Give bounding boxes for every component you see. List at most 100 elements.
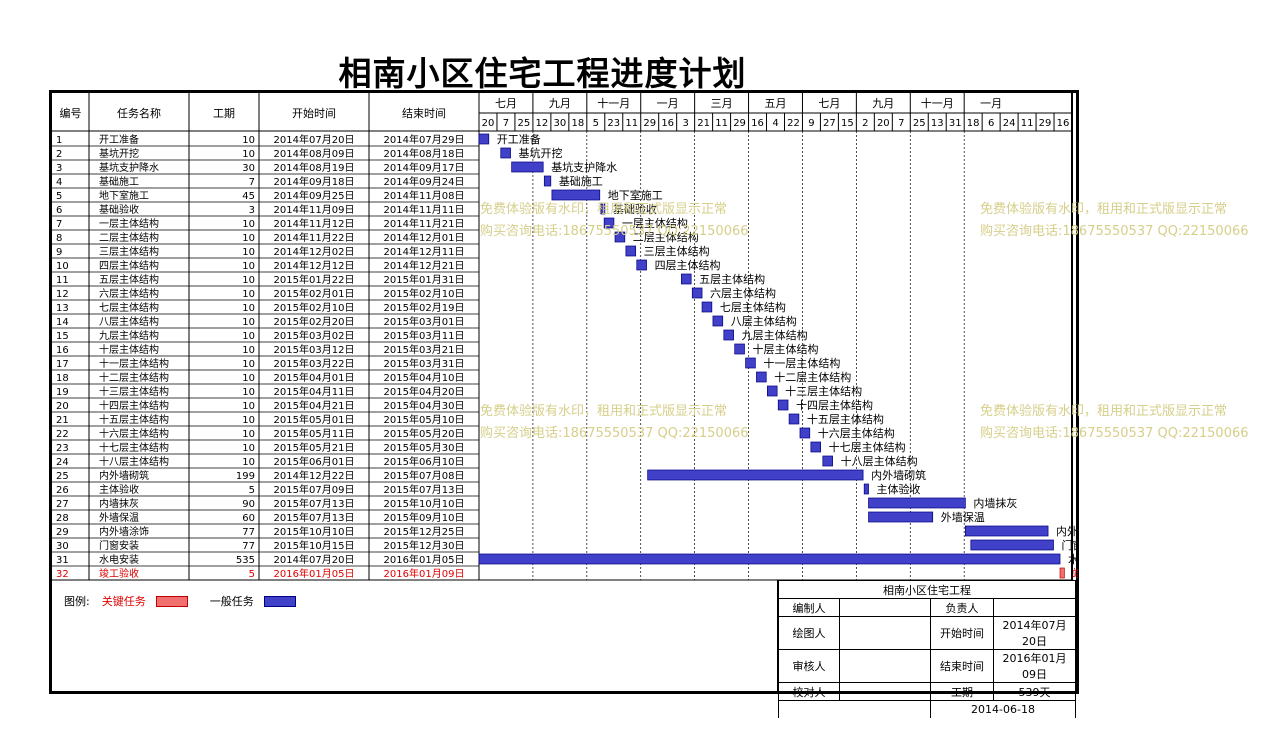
watermark: 免费体验版有水印，租用和正式版显示正常 购买咨询电话:18675550537 Q… [480,199,749,243]
duration-value: 539天 [993,682,1076,701]
task-bar-label: 十三层主体结构 [785,384,862,398]
month-label: 十一月 [921,96,954,110]
task-id: 20 [56,401,69,412]
day-label: 30 [553,118,566,129]
task-id: 25 [56,471,69,482]
task-bar-label: 基坑开挖 [519,146,563,160]
task-bar-label: 六层主体结构 [710,286,776,300]
header-end: 结束时间 [402,107,446,120]
task-name: 十六层主体结构 [99,427,169,440]
watermark-line1: 免费体验版有水印，租用和正式版显示正常 [980,202,1228,217]
task-duration: 10 [242,401,255,412]
task-start: 2015年07月09日 [274,483,355,496]
task-end: 2014年08月18日 [384,147,465,160]
task-name: 基础施工 [99,175,139,188]
task-end: 2015年05月30日 [384,441,465,454]
day-label: 23 [607,118,620,129]
task-id: 2 [56,149,62,160]
header-dur: 工期 [213,107,235,120]
task-start: 2015年10月10日 [274,525,355,538]
month-label: 九月 [549,97,571,110]
task-id: 7 [56,219,62,230]
task-start: 2015年02月10日 [274,301,355,314]
task-bar [701,301,713,313]
task-id: 1 [56,135,62,146]
legend-critical-label: 关键任务 [101,595,146,608]
owner-label: 负责人 [930,598,994,617]
month-label: 一月 [980,97,1002,110]
watermark: 免费体验版有水印，租用和正式版显示正常 购买咨询电话:18675550537 Q… [980,199,1249,243]
watermark-line1: 免费体验版有水印，租用和正式版显示正常 [480,202,728,217]
task-bar [600,203,606,215]
task-duration: 10 [242,457,255,468]
task-bar [788,413,800,425]
task-name: 十层主体结构 [99,343,159,356]
task-start: 2014年07月20日 [274,133,355,146]
task-duration: 535 [236,555,255,566]
day-label: 25 [913,118,926,129]
task-bar-label: 十五层主体结构 [807,412,884,426]
task-bar-label: 内外墙涂饰 [1056,524,1078,538]
task-bar [647,469,864,481]
start-label: 开始时间 [930,616,994,650]
task-id: 32 [56,569,69,580]
task-id: 11 [56,275,69,286]
task-id: 13 [56,303,69,314]
watermark-line2: 购买咨询电话:18675550537 QQ:22150066 [480,426,749,441]
task-bar-label: 内外墙砌筑 [871,468,926,482]
task-bar [777,399,789,411]
task-end: 2015年07月13日 [384,483,465,496]
task-id: 27 [56,499,69,510]
task-end: 2015年04月30日 [384,399,465,412]
task-bar [636,259,647,271]
task-id: 9 [56,247,62,258]
task-name: 内墙抹灰 [99,497,139,510]
task-name: 六层主体结构 [99,287,159,300]
task-start: 2014年09月25日 [274,189,355,202]
task-end: 2015年03月01日 [384,315,465,328]
task-end: 2015年05月20日 [384,427,465,440]
task-bar-label: 水电安装 [1068,552,1078,566]
task-bar-label: 竣工验收 [1072,566,1078,580]
task-start: 2014年08月19日 [274,161,355,174]
checker-value [839,682,931,701]
task-bar-label: 内墙抹灰 [973,496,1017,510]
task-bar-label: 基础验收 [613,202,657,216]
task-end: 2015年06月10日 [384,455,465,468]
task-name: 三层主体结构 [99,245,159,258]
task-bar-label: 五层主体结构 [699,272,765,286]
task-name: 外墙保温 [99,511,139,524]
legend: 图例: 关键任务 一般任务 [64,593,296,609]
task-start: 2014年12月02日 [274,245,355,258]
task-duration: 77 [242,527,255,538]
day-label: 13 [931,118,944,129]
task-id: 23 [56,443,69,454]
task-id: 4 [56,177,62,188]
task-duration: 10 [242,359,255,370]
day-label: 29 [643,118,656,129]
task-name: 开工准备 [99,133,139,146]
task-bar [681,273,692,285]
compiler-label: 编制人 [778,598,840,617]
day-label: 5 [593,118,599,129]
task-bar-label: 七层主体结构 [720,300,786,314]
day-label: 31 [949,118,962,129]
task-bar-label: 外墙保温 [941,510,985,524]
task-bar-label: 四层主体结构 [655,258,721,272]
task-id: 15 [56,331,69,342]
task-duration: 10 [242,345,255,356]
month-label: 三月 [711,97,733,110]
task-bar-label: 地下室施工 [608,188,663,202]
task-name: 十一层主体结构 [99,357,169,370]
task-duration: 10 [242,373,255,384]
task-bar [863,483,869,495]
task-end: 2015年10月10日 [384,497,465,510]
task-duration: 10 [242,331,255,342]
day-label: 9 [808,118,814,129]
task-id: 29 [56,527,69,538]
day-label: 20 [482,118,495,129]
task-id: 26 [56,485,69,496]
task-start: 2015年02月20日 [274,315,355,328]
project-info-box: 相南小区住宅工程 编制人 负责人 绘图人 开始时间 2014年07月20日 审核… [777,580,1076,718]
